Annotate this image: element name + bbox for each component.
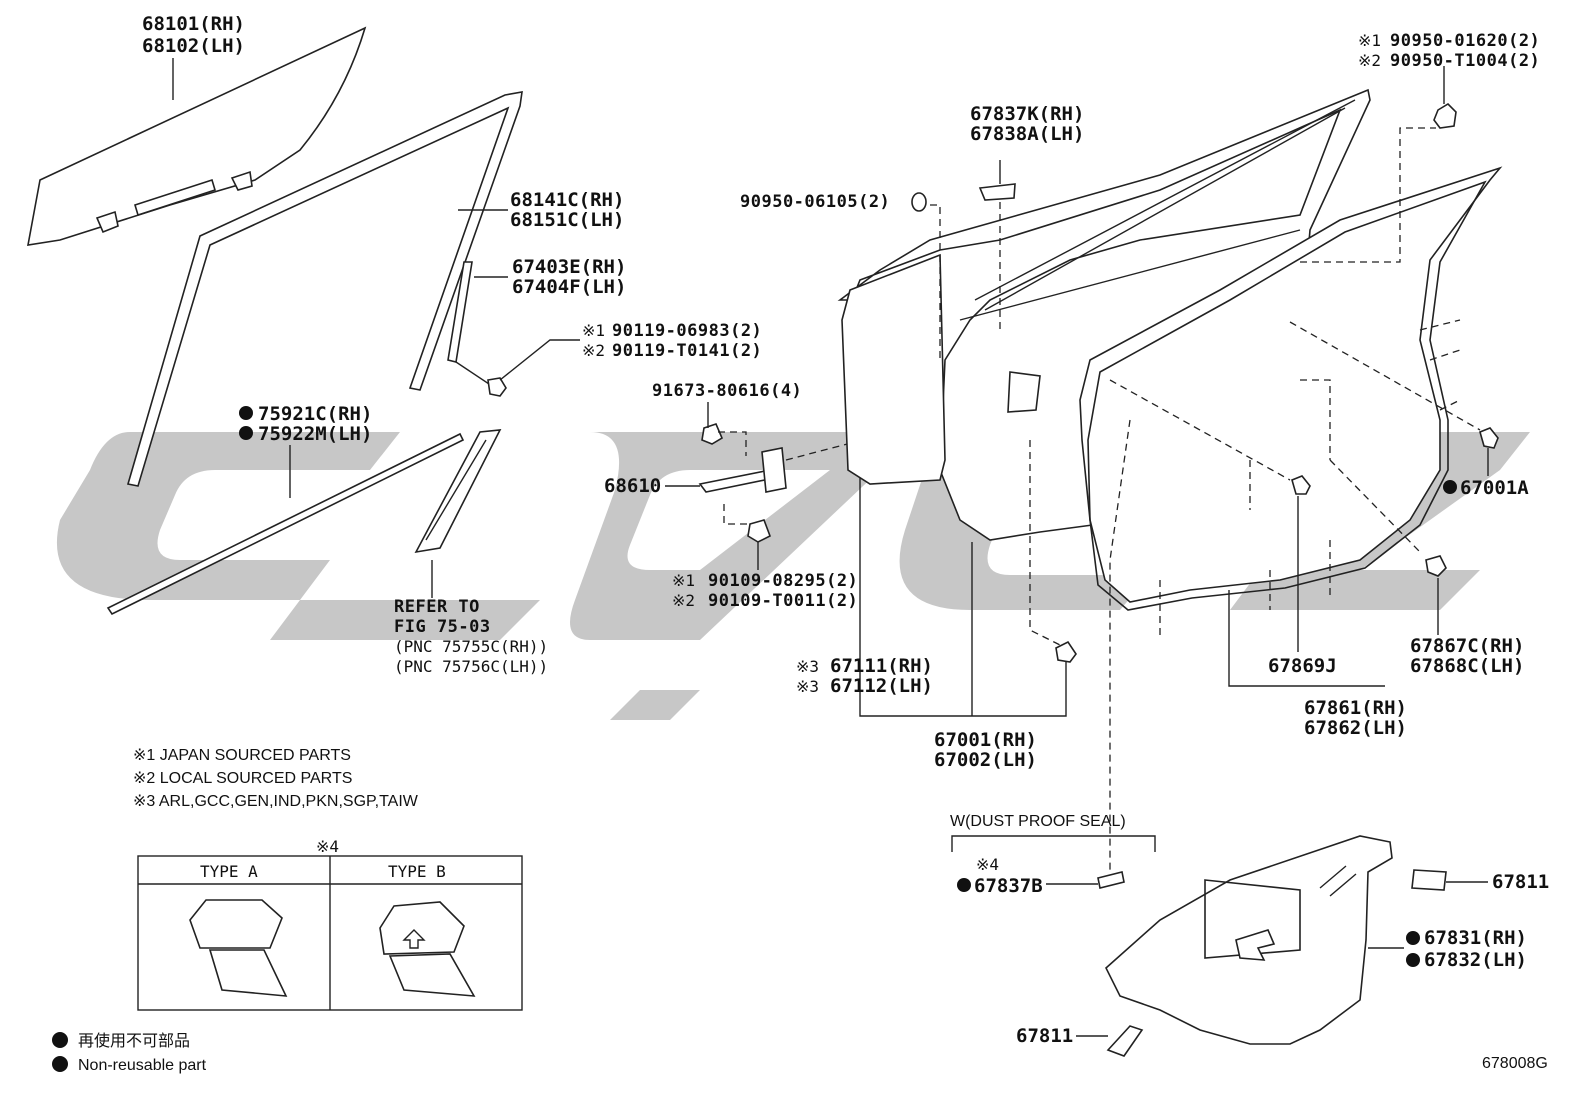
label-sash-lh: 67404F(LH): [512, 276, 626, 298]
nr-dot-67831: [1406, 931, 1420, 945]
label-clip-c-lh: 67868C(LH): [1410, 655, 1524, 677]
nr-dot-67832: [1406, 953, 1420, 967]
label-hole-plug-1: 90950-01620(2): [1390, 31, 1540, 51]
type-b-label: TYPE B: [388, 862, 446, 881]
mark-plug-2: ※2: [1358, 51, 1381, 70]
label-clip-main: 67001A: [1460, 477, 1529, 499]
belt-moulding: [106, 432, 465, 616]
label-wstrip-rh: 67861(RH): [1304, 697, 1407, 719]
nr-dot-67837b: [957, 878, 971, 892]
legend-note-2: ※2 LOCAL SOURCED PARTS: [133, 770, 352, 787]
label-door-rh: 67001(RH): [934, 729, 1037, 751]
mark-check-1: ※1: [672, 571, 695, 590]
label-run-lh: 68151C(LH): [510, 209, 624, 231]
legend: ※1 JAPAN SOURCED PARTS ※2 LOCAL SOURCED …: [78, 747, 1548, 1074]
mark-check-2: ※2: [672, 591, 695, 610]
service-hole-cover: [1097, 835, 1447, 1057]
label-bolt-check: 91673-80616(4): [652, 381, 802, 401]
clips: [1055, 102, 1499, 663]
label-glass-lh: 68102(LH): [142, 35, 245, 57]
label-bolt-sash-1: 90119-06983(2): [612, 321, 762, 341]
label-service-rh: 67831(RH): [1424, 927, 1527, 949]
legend-note-1: ※1 JAPAN SOURCED PARTS: [133, 747, 351, 764]
legend-dot-1: [52, 1032, 68, 1048]
legend-dot-2: [52, 1056, 68, 1072]
label-bolt-check-b1: 90109-08295(2): [708, 571, 858, 591]
label-refer-4: (PNC 75756C(LH)): [394, 657, 548, 676]
division-bar: [447, 261, 507, 397]
mark-seal: ※4: [976, 855, 999, 874]
frame-moulding: [414, 429, 502, 554]
label-plug: 90950-06105(2): [740, 192, 890, 212]
door-check: [698, 423, 787, 543]
label-wstrip-lh: 67862(LH): [1304, 717, 1407, 739]
type-box-mark: ※4: [316, 837, 339, 856]
legend-note-3: ※3 ARL,GCC,GEN,IND,PKN,SGP,TAIW: [133, 793, 419, 810]
type-box: [137, 855, 523, 1011]
label-check-assy: 68610: [604, 475, 661, 497]
door-glass: [27, 26, 367, 246]
figure-code: 678008G: [1482, 1055, 1548, 1072]
label-panel-lh: 67112(LH): [830, 675, 933, 697]
label-belt-rh: 75921C(RH): [258, 403, 372, 425]
legend-en: Non-reusable part: [78, 1057, 207, 1074]
label-clip-c-rh: 67867C(RH): [1410, 635, 1524, 657]
label-panel-rh: 67111(RH): [830, 655, 933, 677]
label-refer-1: REFER TO: [394, 597, 480, 617]
label-glass-rh: 68101(RH): [142, 13, 245, 35]
glass-run: [126, 91, 523, 487]
label-refer-2: FIG 75-03: [394, 617, 491, 637]
label-hole-plug-2: 90950-T1004(2): [1390, 51, 1540, 71]
label-bolt-check-b2: 90109-T0011(2): [708, 591, 858, 611]
mark-panel-rh: ※3: [796, 657, 819, 676]
label-seal-b: 67837B: [974, 875, 1043, 897]
mark-sash-1: ※1: [582, 321, 605, 340]
label-refer-3: (PNC 75755C(RH)): [394, 637, 548, 656]
label-door-lh: 67002(LH): [934, 749, 1037, 771]
nr-dot-75922: [239, 426, 253, 440]
label-bolt-sash-2: 90119-T0141(2): [612, 341, 762, 361]
mark-panel-lh: ※3: [796, 677, 819, 696]
label-service-lh: 67832(LH): [1424, 949, 1527, 971]
label-cover-rh: 67837K(RH): [970, 103, 1084, 125]
label-tape-top: 67811: [1492, 871, 1549, 893]
nr-dot-75921: [239, 406, 253, 420]
callout-labels: 68101(RH) 68102(LH) 68141C(RH) 68151C(LH…: [142, 13, 1549, 1047]
label-dust-seal: W(DUST PROOF SEAL): [950, 813, 1126, 830]
label-belt-lh: 75922M(LH): [258, 423, 372, 445]
type-a-label: TYPE A: [200, 862, 258, 881]
label-sash-rh: 67403E(RH): [512, 256, 626, 278]
legend-jp: 再使用不可部品: [78, 1032, 190, 1050]
label-tape-bottom: 67811: [1016, 1025, 1073, 1047]
weatherstrip: [1079, 166, 1503, 611]
mark-plug-1: ※1: [1358, 31, 1381, 50]
nr-dot-67001a: [1443, 480, 1457, 494]
label-clip-j: 67869J: [1268, 655, 1337, 677]
label-run-rh: 68141C(RH): [510, 189, 624, 211]
label-cover-lh: 67838A(LH): [970, 123, 1084, 145]
mark-sash-2: ※2: [582, 341, 605, 360]
